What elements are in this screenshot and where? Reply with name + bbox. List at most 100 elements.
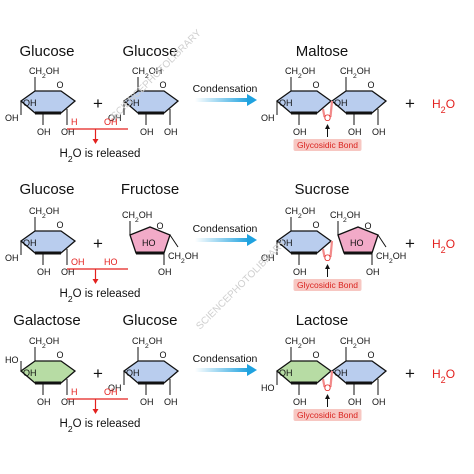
- product-ring-2-ch2oh: CH2OH: [340, 336, 370, 350]
- product-ring-2-ch2oh-bottom: CH2OH: [376, 251, 406, 265]
- water-product-label: H2O: [432, 97, 455, 115]
- product-ring-2-shape: [337, 226, 379, 254]
- plus-sign-product: +: [405, 234, 415, 253]
- product-name: Sucrose: [294, 181, 349, 198]
- right-monomer-ch2oh-bottom: CH2OH: [168, 251, 198, 265]
- released-oh-label: HO: [104, 257, 118, 267]
- left-monomer-c1-label: OH: [61, 267, 75, 277]
- left-monomer-c3-inner-label: OH: [23, 368, 37, 378]
- plus-sign: +: [93, 364, 103, 383]
- left-monomer-c4-label: OH: [5, 113, 19, 123]
- release-text: H2O is released: [60, 288, 141, 304]
- left-monomer-c2-label: OH: [37, 397, 51, 407]
- bond-label-box: [293, 139, 362, 151]
- condensation-arrow-icon: Condensation: [193, 83, 258, 106]
- left-monomer-c2-label: OH: [37, 127, 51, 137]
- released-oh-label: OH: [104, 117, 118, 127]
- bond-label-text: Glycosidic Bond: [297, 280, 358, 290]
- glycosidic-bond: O Glycosidic Bond: [293, 240, 362, 291]
- bond-pointer-head: [325, 124, 330, 129]
- bridge-bond-right: [329, 240, 334, 258]
- right-monomer-ch2b-bond: [169, 234, 179, 248]
- right-monomer-c1-label: OH: [164, 127, 178, 137]
- plus-sign-product: +: [405, 364, 415, 383]
- left-monomer-ring-oxygen: O: [56, 80, 63, 90]
- product-ring-1-c3-label: OH: [279, 238, 293, 248]
- left-monomer-ch2oh-label: CH2OH: [29, 206, 59, 220]
- product-ring-2-c2-label: OH: [348, 397, 362, 407]
- condensation-label: Condensation: [193, 223, 258, 235]
- product-ring-2-oxygen: O: [364, 221, 371, 231]
- product-ring-1-c2-label: OH: [293, 267, 307, 277]
- product-ring-1-c2-label: OH: [293, 397, 307, 407]
- condensation-arrow-shaft: [195, 368, 249, 372]
- condensation-arrow-head: [247, 234, 257, 246]
- bond-pointer-head: [325, 394, 330, 399]
- left-monomer-c4-label: OH: [5, 253, 19, 263]
- product-ring-1-c3-label: OH: [279, 368, 293, 378]
- bond-label-text: Glycosidic Bond: [297, 140, 358, 150]
- water-product-label: H2O: [432, 367, 455, 385]
- bridge-bond-left: [321, 248, 326, 258]
- condensation-arrow-shaft: [195, 238, 249, 242]
- right-monomer-c1-label: OH: [164, 397, 178, 407]
- glycosidic-bond: O Glycosidic Bond: [293, 370, 362, 421]
- right-monomer-ho-inner: HO: [142, 238, 156, 248]
- left-monomer-c3-inner-label: OH: [23, 98, 37, 108]
- right-monomer-c4-label: OH: [108, 383, 122, 393]
- right-monomer-ring-oxygen: O: [156, 221, 163, 231]
- bridge-bond-left: [321, 108, 326, 118]
- product-ring-2-c3-label: OH: [334, 368, 348, 378]
- bridge-bond-right: [329, 100, 334, 118]
- product-name: Maltose: [296, 43, 349, 60]
- bridge-oxygen-label: O: [324, 253, 331, 263]
- right-monomer-c3-inner-label: OH: [126, 98, 140, 108]
- released-h-label: H: [71, 387, 78, 397]
- right-monomer-c2-label: OH: [140, 127, 154, 137]
- right-monomer-c3-inner-label: OH: [126, 368, 140, 378]
- right-monomer-ring: [129, 226, 171, 254]
- left-monomer-c3-inner-label: OH: [23, 238, 37, 248]
- condensation-label: Condensation: [193, 83, 258, 95]
- right-monomer-ch2oh-top: CH2OH: [122, 210, 152, 224]
- release-arrow-head: [92, 279, 99, 284]
- product-ring-2-c4-label: OH: [366, 267, 380, 277]
- product-ring-2-oxygen: O: [367, 350, 374, 360]
- product-ring-2-c1-label: OH: [372, 127, 386, 137]
- product-ring-2-ch2b-bond: [377, 234, 387, 248]
- plus-sign-product: +: [405, 94, 415, 113]
- bond-pointer-head: [325, 264, 330, 269]
- monomer-left-name: Galactose: [13, 312, 81, 329]
- product-ring-1-c4-label: OH: [261, 113, 275, 123]
- monomer-left-name: Glucose: [19, 43, 74, 60]
- condensation-arrow-head: [247, 94, 257, 106]
- right-monomer-c2-label: OH: [140, 397, 154, 407]
- left-monomer-ring-oxygen: O: [56, 350, 63, 360]
- left-monomer-c1-label: OH: [61, 127, 75, 137]
- bond-label-text: Glycosidic Bond: [297, 410, 358, 420]
- monomer-left-name: Glucose: [19, 181, 74, 198]
- product-ring-2-ch2oh: CH2OH: [330, 210, 360, 224]
- left-monomer-ch2oh-label: CH2OH: [29, 66, 59, 80]
- product-ring-2-c1-label: OH: [372, 397, 386, 407]
- monomer-right-name: Fructose: [121, 181, 179, 198]
- water-release-group: OH HO H2O is released: [60, 257, 141, 304]
- release-arrow-head: [92, 139, 99, 144]
- watermark-2: SCIENCEPHOTOLIBRARY: [194, 238, 289, 333]
- left-monomer-c2-label: OH: [37, 267, 51, 277]
- bridge-oxygen-label: O: [324, 383, 331, 393]
- released-oh-label: OH: [104, 387, 118, 397]
